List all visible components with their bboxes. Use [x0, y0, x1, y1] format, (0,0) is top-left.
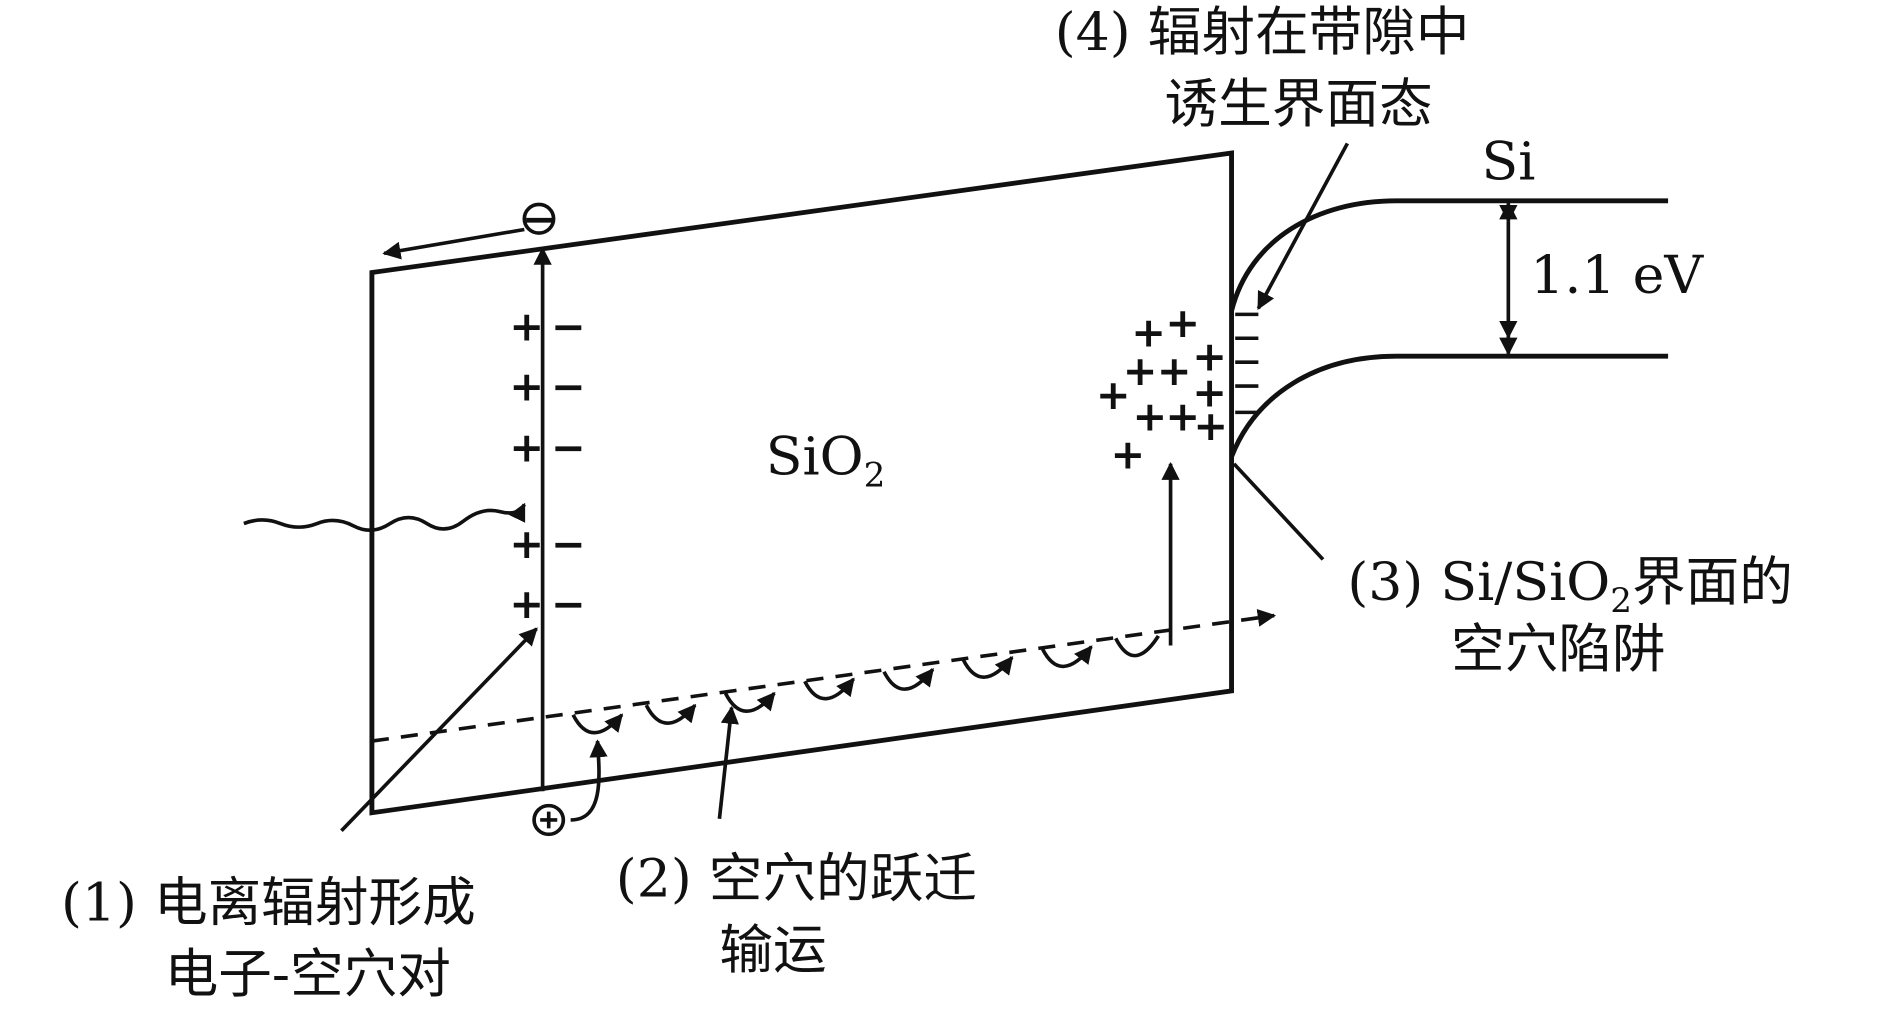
step2-leader: [717, 705, 739, 819]
svg-text:+: +: [1193, 402, 1228, 450]
step2-label-line2: 输运: [719, 920, 826, 981]
step1-leader: [340, 627, 538, 832]
hole-transport-path: [371, 608, 1277, 743]
svg-text:−: −: [551, 424, 586, 472]
step4-label-line2: 诱生界面态: [1164, 73, 1432, 134]
pair: +−: [509, 580, 585, 628]
svg-text:−: −: [551, 580, 586, 628]
si-label: Si: [1482, 131, 1536, 192]
svg-text:+: +: [1165, 393, 1200, 441]
sio2-label: SiO2: [766, 426, 886, 494]
svg-text:+: +: [1132, 393, 1167, 441]
svg-text:+: +: [1111, 431, 1146, 479]
oxide-band-box: [369, 150, 1234, 816]
step2-label-line1: (2) 空穴的跃迁: [616, 848, 977, 909]
svg-text:+: +: [509, 521, 544, 569]
svg-text:+: +: [1165, 299, 1200, 347]
electron-escape-arrow: [382, 227, 525, 260]
pair: +−: [509, 521, 585, 569]
radiation-wave: [243, 502, 526, 532]
svg-text:+: +: [1192, 333, 1227, 381]
si-valence-band: [1229, 353, 1669, 458]
svg-text:+: +: [509, 303, 544, 351]
svg-text:+: +: [509, 424, 544, 472]
interface-states: [1235, 312, 1259, 415]
step3-label-line1: (3) Si/SiO2界面的: [1347, 552, 1793, 620]
svg-text:−: −: [551, 303, 586, 351]
step1-label-line1: (1) 电离辐射形成: [61, 872, 476, 933]
svg-text:+: +: [1192, 369, 1227, 417]
svg-text:−: −: [551, 521, 586, 569]
hole-hook-arrow: [570, 739, 608, 822]
hopping-arcs: [571, 634, 1160, 735]
svg-text:−: −: [551, 363, 586, 411]
step4-label-line1: (4) 辐射在带隙中: [1055, 2, 1470, 63]
electron-circle-icon: [522, 202, 556, 235]
pair: +−: [509, 303, 585, 351]
step1-label-line2: 电子-空穴对: [165, 944, 451, 1005]
hole-circle-icon: [532, 803, 566, 837]
svg-text:+: +: [1157, 347, 1192, 395]
trapped-holes: + + + + + + + + + + +: [1096, 299, 1228, 478]
bandgap-label: 1.1 eV: [1530, 244, 1704, 305]
svg-text:+: +: [1131, 309, 1166, 357]
svg-text:+: +: [1096, 371, 1131, 419]
pair: +−: [509, 363, 585, 411]
step3-label-line2: 空穴陷阱: [1451, 618, 1666, 679]
electron-symbol: −: [522, 195, 557, 243]
svg-text:+: +: [1123, 347, 1158, 395]
svg-text:+: +: [509, 363, 544, 411]
si-conduction-band: [1229, 198, 1669, 312]
electron-hole-pairs: +− +− +− +− +−: [509, 303, 585, 628]
step3-leader: [1232, 462, 1325, 561]
svg-text:+: +: [509, 580, 544, 628]
step4-leader: [1256, 142, 1350, 310]
pair: +−: [509, 424, 585, 472]
